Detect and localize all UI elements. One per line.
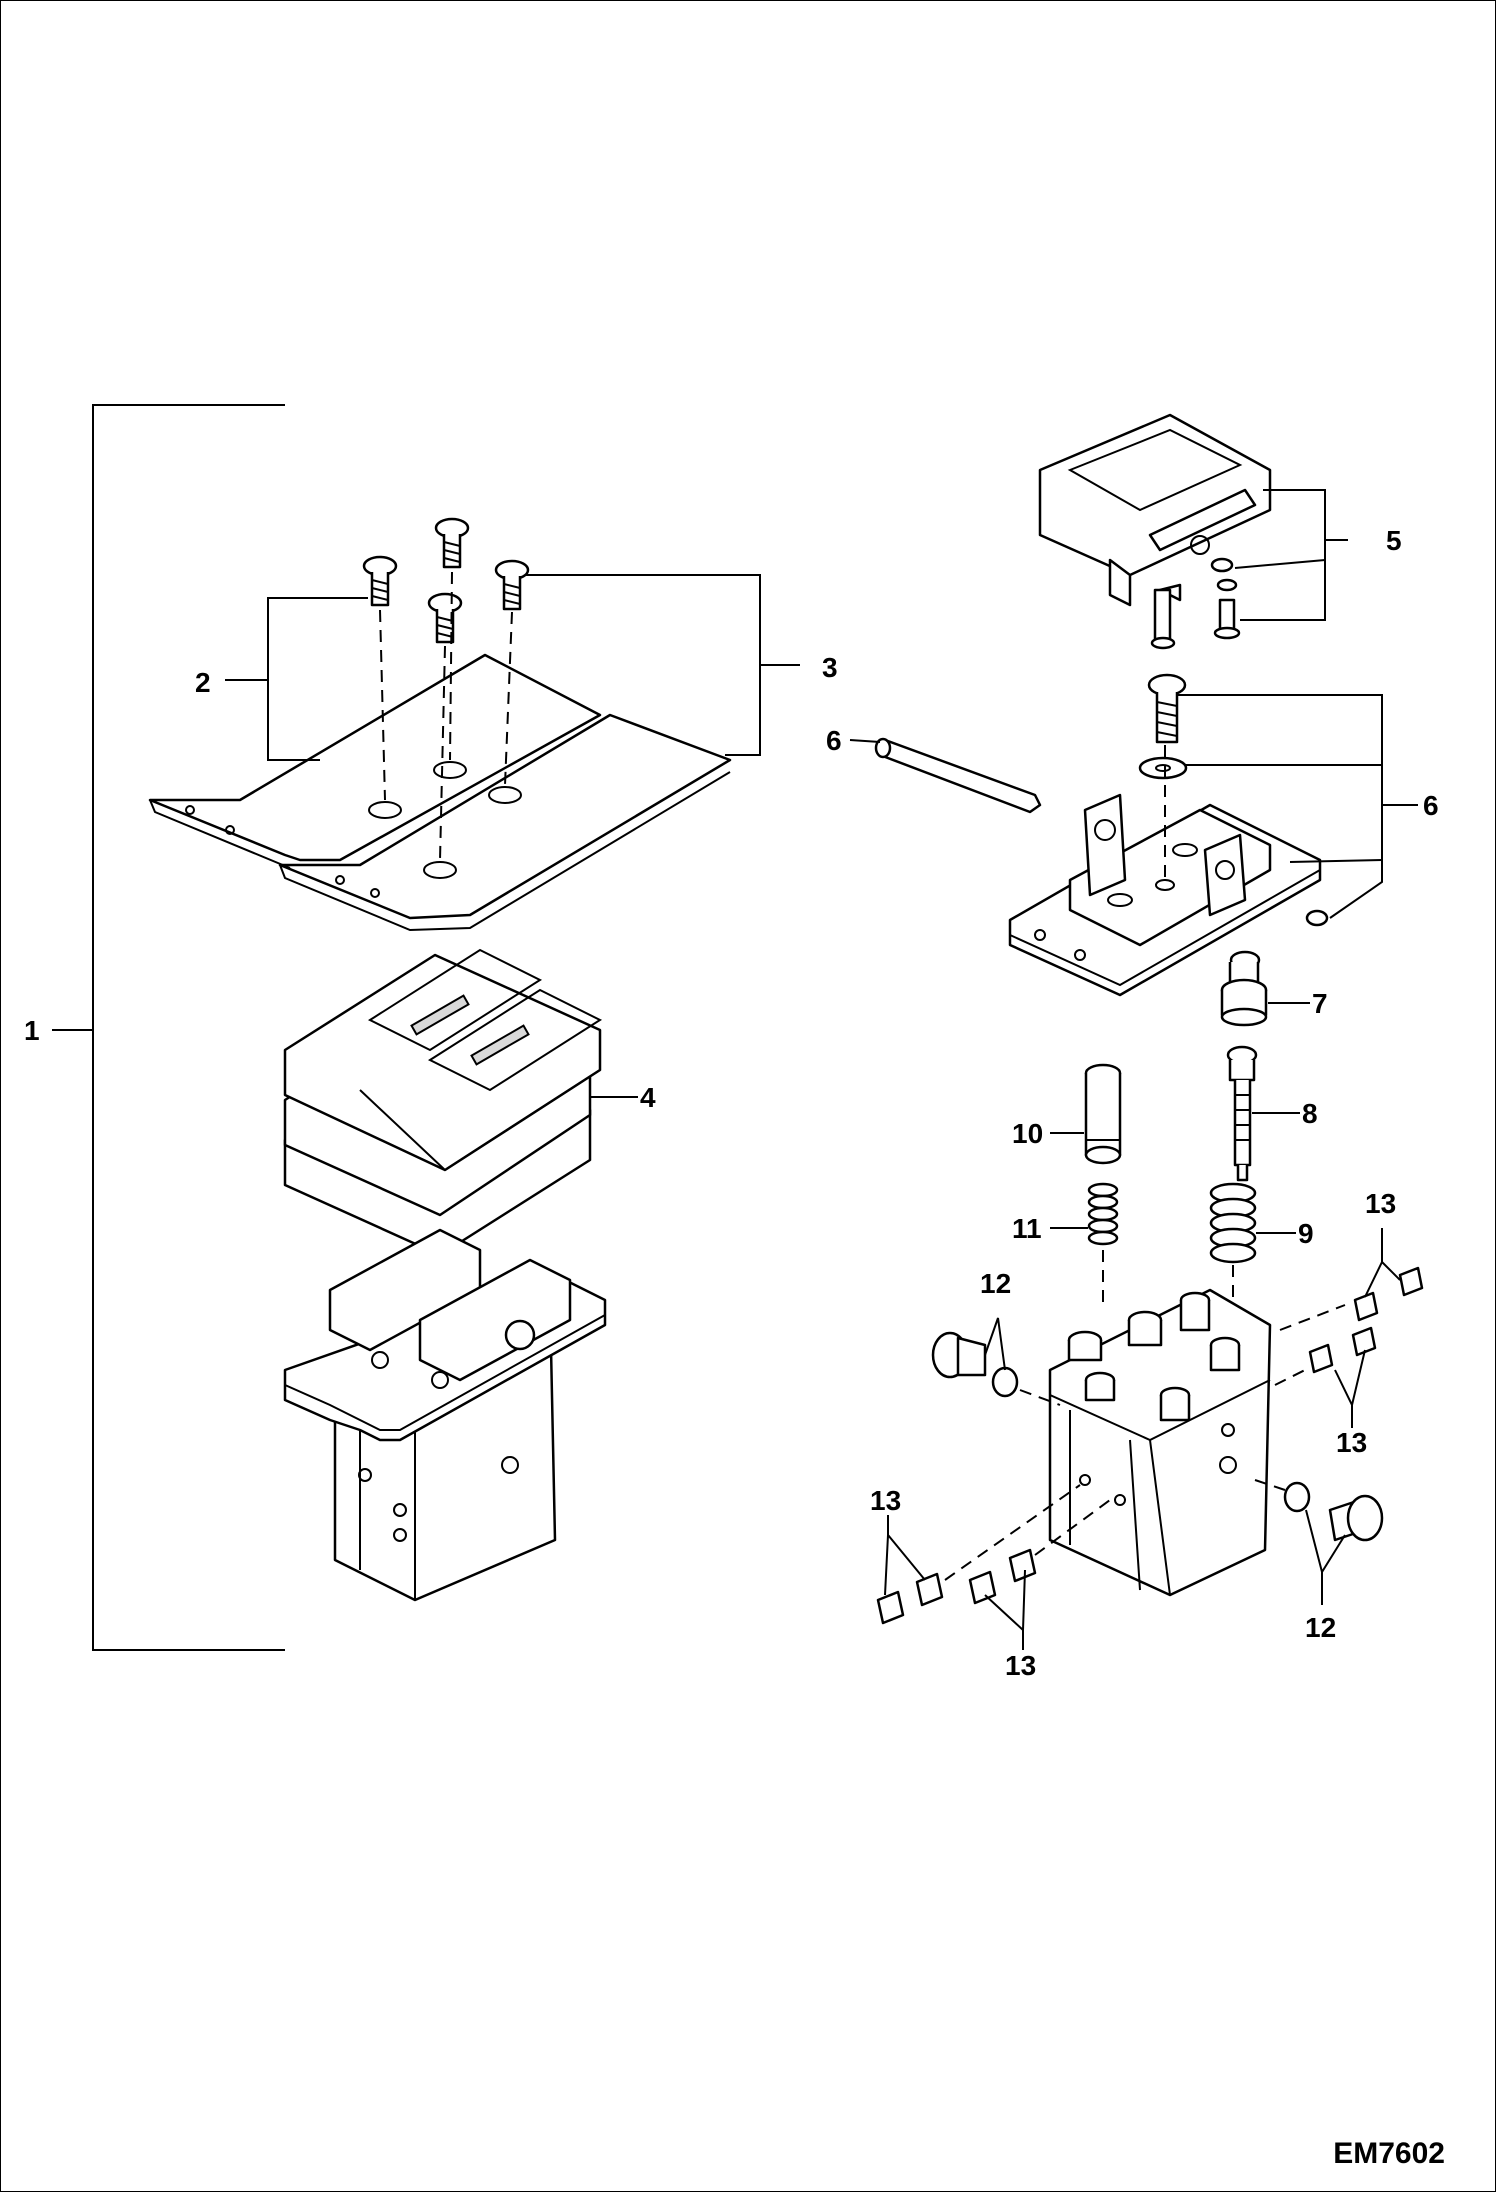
callout-13-right: 13 <box>1336 1427 1367 1458</box>
callout-13-upper: 13 <box>1365 1188 1396 1219</box>
drawing-code: EM7602 <box>1333 2137 1445 2170</box>
callout-6-pin: 6 <box>826 725 842 756</box>
base-plate <box>1008 793 1322 997</box>
callout-9: 9 <box>1298 1218 1314 1249</box>
screw-3 <box>494 559 530 611</box>
callout-2: 2 <box>195 667 211 698</box>
callout-1: 1 <box>24 1015 40 1046</box>
plug-left <box>931 1331 1019 1398</box>
callout-12-right: 12 <box>1305 1612 1336 1643</box>
callout-12-left: 12 <box>980 1268 1011 1299</box>
callout-3: 3 <box>822 652 838 683</box>
assembly-bracket <box>52 404 285 1651</box>
fittings-lower-left <box>876 1484 1111 1625</box>
callout-5: 5 <box>1386 525 1402 556</box>
callout-13-lower: 13 <box>1005 1650 1036 1681</box>
callout-4: 4 <box>640 1082 656 1113</box>
valve-body <box>1048 1288 1272 1597</box>
push-rod <box>1226 1045 1258 1182</box>
callout-11: 11 <box>1012 1213 1042 1244</box>
callout-7: 7 <box>1312 988 1328 1019</box>
return-spring <box>1209 1182 1257 1330</box>
fittings-upper-right <box>1274 1266 1424 1386</box>
screws-group <box>362 517 530 861</box>
plunger-guide <box>1220 950 1268 1027</box>
screw-1 <box>362 555 398 607</box>
callout-8: 8 <box>1302 1098 1318 1129</box>
plate-screw <box>1138 673 1329 927</box>
callout-labels: 1 2 3 4 5 6 6 7 8 9 10 11 12 12 13 13 13… <box>24 525 1439 1681</box>
plug-right <box>1283 1481 1384 1542</box>
rubber-boot <box>283 948 603 1257</box>
pivot-pin <box>874 737 1042 814</box>
pilot-valve-assembly <box>283 1228 607 1602</box>
plunger <box>1084 1063 1122 1165</box>
handle-bracket-assembly <box>1038 413 1272 650</box>
callout-13-lower-left: 13 <box>870 1485 901 1516</box>
screw-4 <box>427 592 463 644</box>
plunger-spring <box>1087 1182 1119 1310</box>
screw-2 <box>434 517 470 569</box>
valve-ports <box>1067 1291 1241 1422</box>
callout-6-plate: 6 <box>1423 790 1439 821</box>
cover-plate-assembly <box>148 653 732 932</box>
callout-10: 10 <box>1012 1118 1043 1149</box>
